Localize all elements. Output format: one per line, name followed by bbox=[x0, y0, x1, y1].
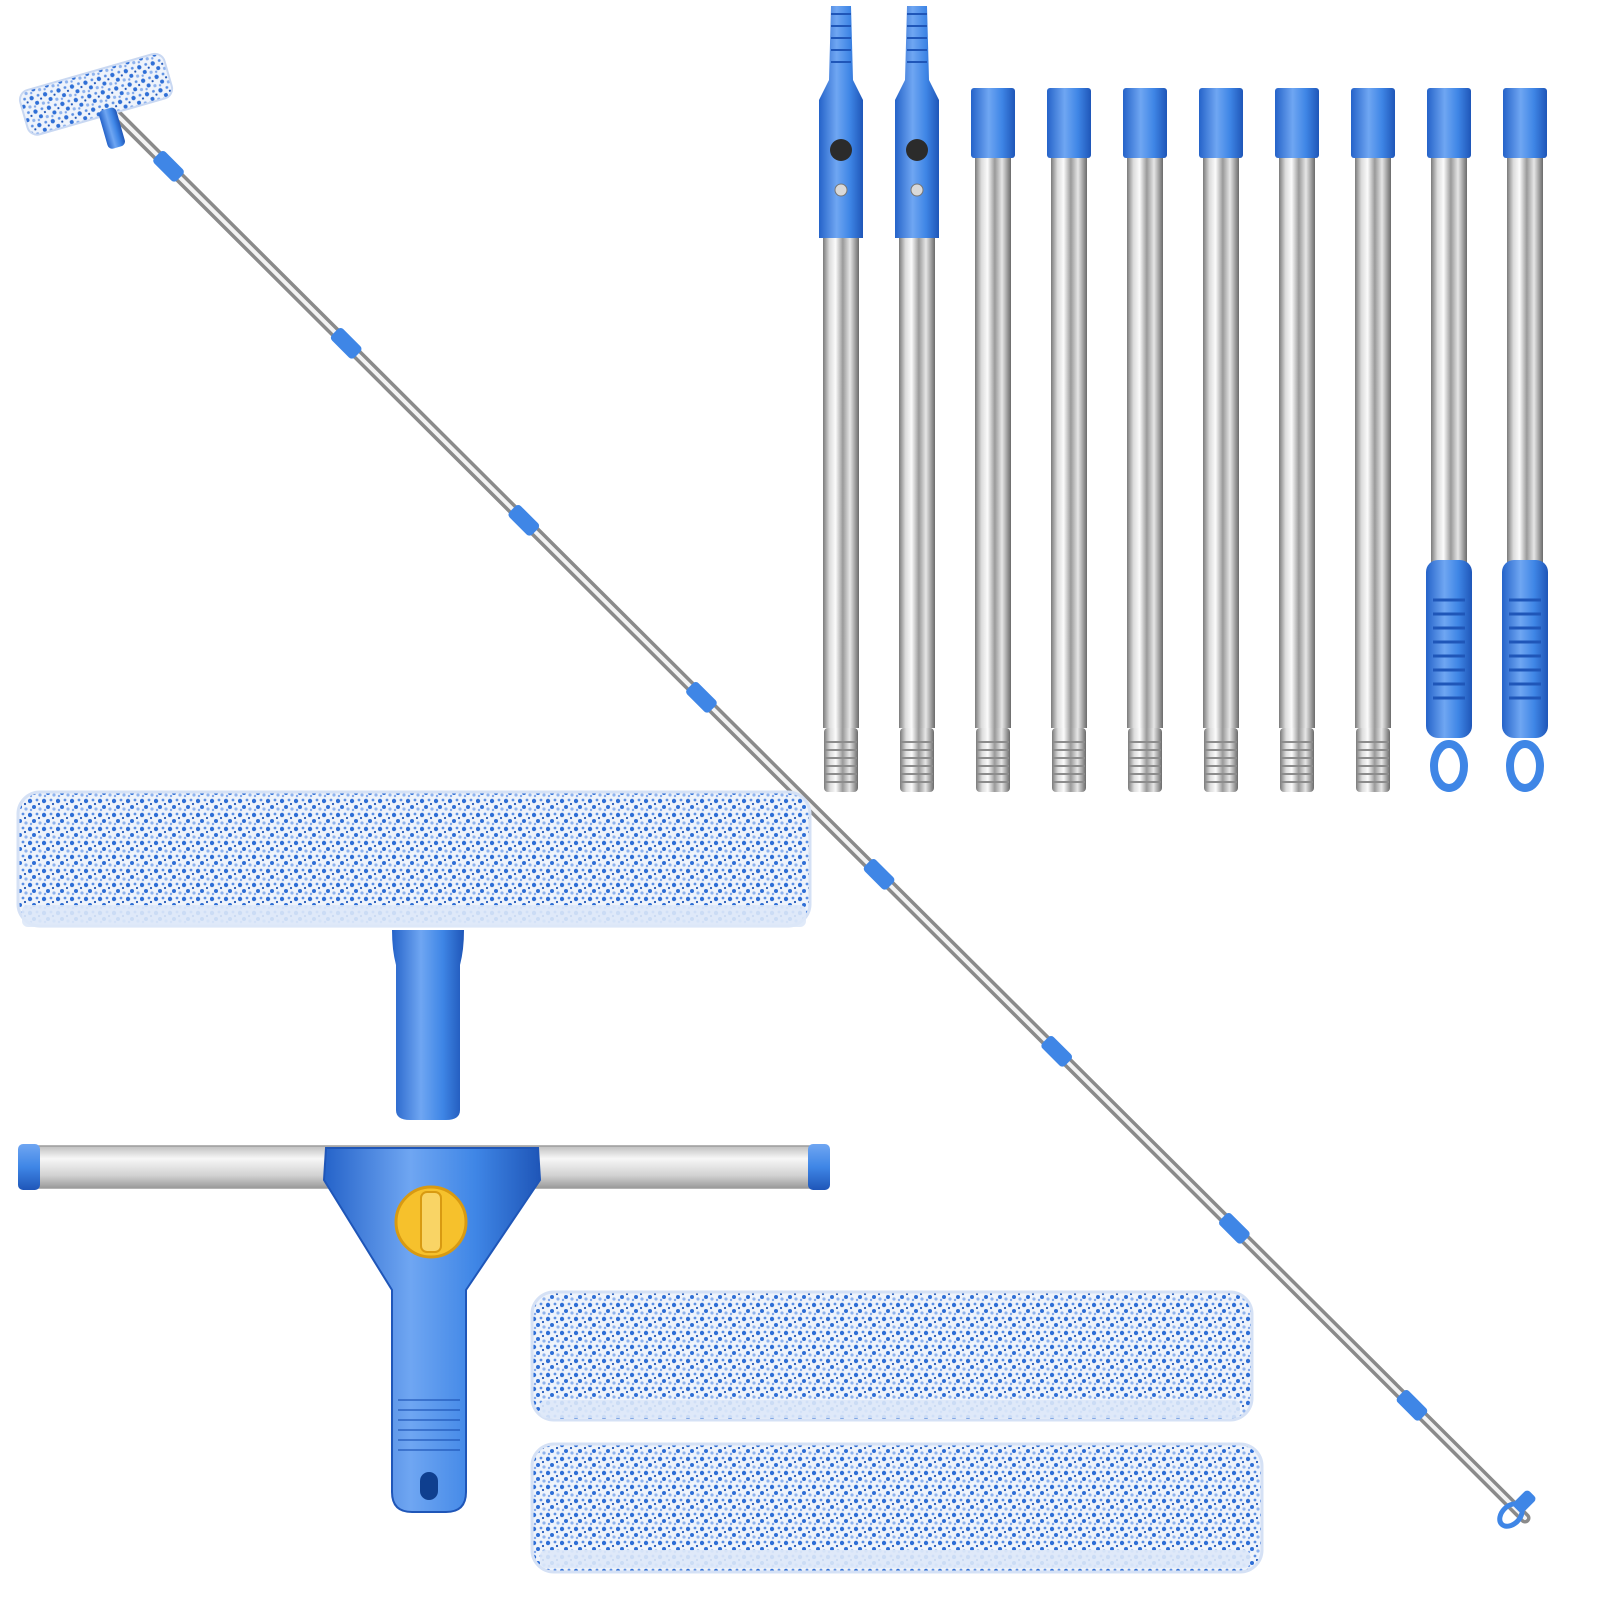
steel-tube bbox=[1051, 150, 1087, 728]
microfiber-sleeve-2-seam bbox=[540, 1550, 1250, 1568]
steel-tube bbox=[975, 150, 1011, 728]
squeegee-end-cap-left bbox=[18, 1144, 40, 1190]
steel-tube bbox=[899, 230, 935, 728]
pole-connector bbox=[1041, 1036, 1073, 1067]
grip-handle bbox=[1426, 560, 1472, 738]
threaded-end bbox=[824, 728, 858, 792]
lock-hole bbox=[906, 139, 928, 161]
blue-end-cap bbox=[1275, 88, 1319, 158]
blue-end-cap bbox=[1503, 88, 1547, 158]
spare-microfiber-sleeves bbox=[530, 1290, 1264, 1574]
pole-connector bbox=[153, 151, 184, 182]
threaded-blue-tip bbox=[895, 6, 939, 238]
steel-tube bbox=[823, 230, 859, 728]
squeegee-handle bbox=[322, 1147, 542, 1513]
threaded-end bbox=[1128, 728, 1162, 792]
pole-sections bbox=[819, 6, 1548, 792]
pole-section-plain bbox=[1047, 88, 1091, 792]
threaded-end bbox=[1356, 728, 1390, 792]
threaded-blue-tip bbox=[819, 6, 863, 238]
steel-tube bbox=[1431, 150, 1467, 578]
blue-end-cap bbox=[1047, 88, 1091, 158]
threaded-end bbox=[976, 728, 1010, 792]
squeegee-hang-hole bbox=[420, 1472, 438, 1500]
threaded-end bbox=[900, 728, 934, 792]
pole-connectors bbox=[153, 151, 1428, 1421]
pole-connector bbox=[1396, 1390, 1428, 1421]
squeegee bbox=[18, 1144, 830, 1513]
pole-connector bbox=[508, 505, 540, 536]
lock-pin bbox=[910, 183, 924, 197]
pole-section-plain bbox=[1275, 88, 1319, 792]
threaded-end bbox=[1052, 728, 1086, 792]
steel-tube bbox=[1203, 150, 1239, 728]
blue-end-cap bbox=[1199, 88, 1243, 158]
pole-section-plain bbox=[1351, 88, 1395, 792]
hang-loop bbox=[1430, 740, 1468, 792]
steel-tube bbox=[1127, 150, 1163, 728]
mini-scrubber-head bbox=[18, 52, 174, 149]
microfiber-sleeve-1-seam bbox=[540, 1400, 1240, 1418]
pole-connector bbox=[330, 328, 362, 359]
pole-connector bbox=[1219, 1213, 1250, 1244]
steel-tube bbox=[1355, 150, 1391, 728]
blue-end-cap bbox=[1123, 88, 1167, 158]
steel-tube bbox=[1507, 150, 1543, 578]
pole-section-plain bbox=[1199, 88, 1243, 792]
blue-end-cap bbox=[1427, 88, 1471, 158]
lock-pin bbox=[834, 183, 848, 197]
threaded-end bbox=[1280, 728, 1314, 792]
microfiber-sleeve-1 bbox=[530, 1290, 1254, 1422]
pole-connector bbox=[686, 682, 717, 713]
pole-section-threaded bbox=[895, 6, 939, 792]
pole-section-plain bbox=[1123, 88, 1167, 792]
pole-section-grip bbox=[1426, 88, 1472, 792]
pole-section-grip bbox=[1502, 88, 1548, 792]
squeegee-grip-ridges bbox=[398, 1399, 460, 1451]
microfiber-sleeve-2 bbox=[530, 1442, 1264, 1574]
threaded-end bbox=[1204, 728, 1238, 792]
squeegee-end-cap-right bbox=[808, 1144, 830, 1190]
pole-end-loop bbox=[1497, 1490, 1536, 1529]
squeegee-lock-knob-grip bbox=[420, 1191, 442, 1253]
blue-end-cap bbox=[971, 88, 1015, 158]
scrubber-with-handle bbox=[16, 790, 812, 1120]
lock-hole bbox=[830, 139, 852, 161]
blue-end-cap bbox=[1351, 88, 1395, 158]
pole-section-plain bbox=[971, 88, 1015, 792]
scrubber-t-handle bbox=[392, 930, 464, 1120]
pole-connector bbox=[863, 859, 895, 890]
extension-pole-assembled bbox=[18, 52, 1536, 1529]
scrubber-base-strip bbox=[22, 905, 806, 927]
grip-handle bbox=[1502, 560, 1548, 738]
pole-section-threaded bbox=[819, 6, 863, 792]
steel-tube bbox=[1279, 150, 1315, 728]
hang-loop bbox=[1506, 740, 1544, 792]
